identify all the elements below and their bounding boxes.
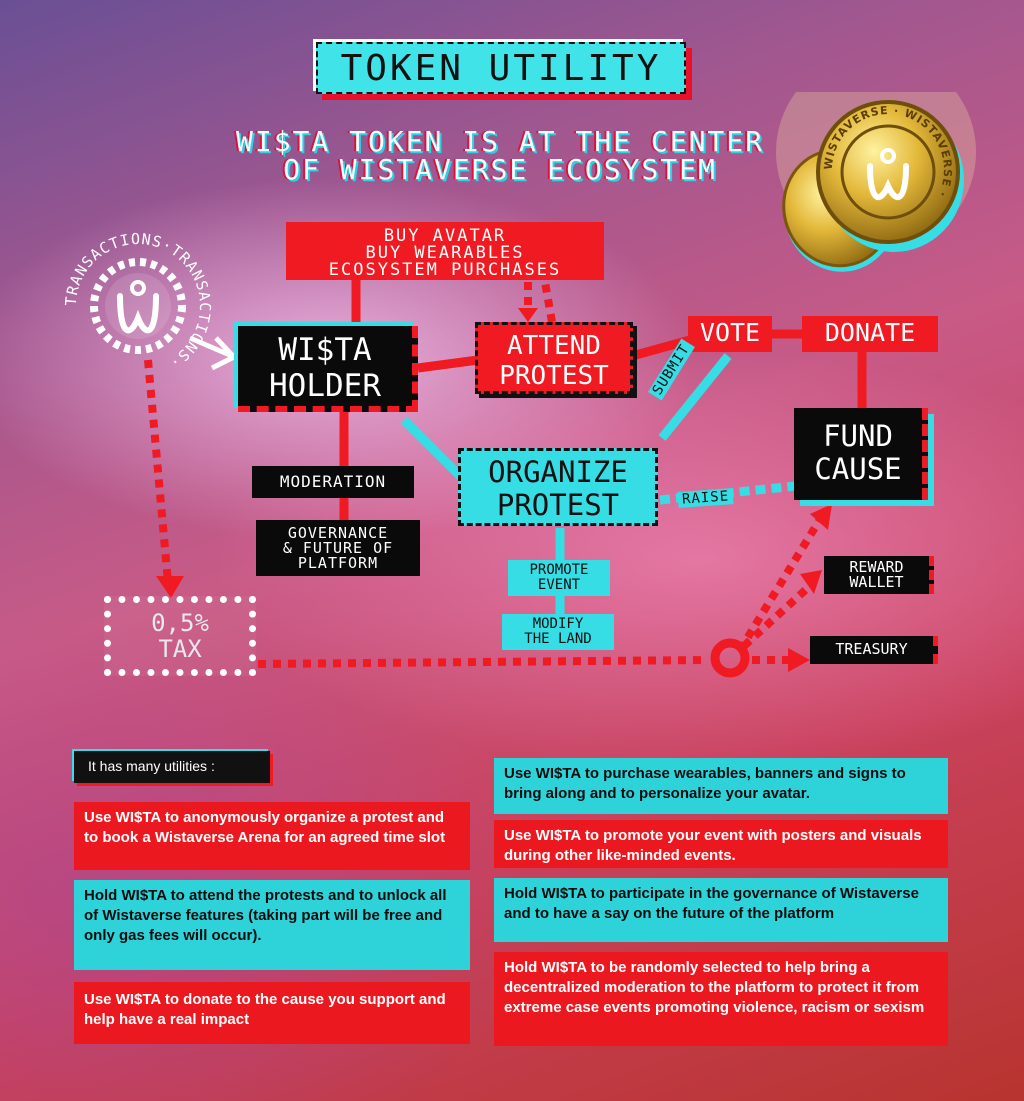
utility-card: Use WI$TA to anonymously organize a prot… [74, 802, 470, 870]
utility-card: Use WI$TA to purchase wearables, banners… [494, 758, 948, 814]
fund-line: CAUSE [814, 452, 902, 486]
reward-line: WALLET [849, 573, 904, 591]
governance-line: PLATFORM [297, 554, 379, 572]
organize-protest-node: ORGANIZE PROTEST [458, 448, 658, 526]
wistaverse-w-icon: TRANSACTIONS·TRANSACTIONS· [62, 230, 213, 372]
attend-line: PROTEST [499, 361, 609, 391]
treasury-node: TREASURY [810, 636, 938, 664]
utility-card: Use WI$TA to donate to the cause you sup… [74, 982, 470, 1044]
purchases-line: BUY WEARABLES [365, 243, 525, 263]
holder-line: WI$TA [278, 332, 372, 368]
fund-cause-node: FUND CAUSE [794, 408, 928, 500]
modify-line: MODIFY [532, 616, 584, 632]
subtitle-line: OF WISTAVERSE ECOSYSTEM [283, 153, 717, 186]
purchases-line: BUY AVATAR [383, 226, 507, 246]
fund-line: FUND [823, 419, 893, 453]
utility-card: Hold WI$TA to be randomly selected to he… [494, 952, 948, 1046]
purchases-node: BUY AVATAR BUY WEARABLES ECOSYSTEM PURCH… [286, 222, 604, 280]
tax-line: 0,5% [151, 609, 209, 637]
donate-node: DONATE [802, 316, 938, 352]
utility-card: Use WI$TA to promote your event with pos… [494, 820, 948, 868]
attend-line: ATTEND [507, 331, 601, 361]
utility-card: Hold WI$TA to participate in the governa… [494, 878, 948, 942]
reward-wallet-node: REWARD WALLET [824, 556, 934, 594]
promote-event-node: PROMOTE EVENT [508, 560, 610, 596]
promote-line: PROMOTE [529, 562, 589, 578]
purchases-line: ECOSYSTEM PURCHASES [328, 260, 562, 280]
promote-line: EVENT [537, 577, 581, 593]
governance-node: GOVERNANCE & FUTURE OF PLATFORM [256, 520, 420, 576]
modify-line: THE LAND [524, 631, 592, 647]
tax-line: TAX [158, 635, 202, 663]
reward-line: REWARD [849, 558, 904, 576]
moderation-node: MODERATION [252, 466, 414, 498]
page-subtitle: WI$TA TOKEN IS AT THE CENTER OF WISTAVER… [170, 128, 830, 184]
tax-node: 0,5% TAX [104, 596, 256, 676]
organize-line: ORGANIZE [488, 455, 628, 489]
utility-card: Hold WI$TA to attend the protests and to… [74, 880, 470, 970]
governance-line: GOVERNANCE [287, 524, 389, 542]
wistaverse-coin-icon: WISTAVERSE · WISTAVERSE · [776, 92, 976, 272]
holder-line: HOLDER [269, 368, 381, 404]
utilities-intro: It has many utilities : [74, 751, 270, 783]
modify-land-node: MODIFY THE LAND [502, 614, 614, 650]
organize-line: PROTEST [496, 488, 620, 522]
wista-holder-node: WI$TA HOLDER [238, 326, 418, 412]
attend-protest-node: ATTEND PROTEST [475, 322, 633, 394]
subtitle-line: WI$TA TOKEN IS AT THE CENTER [235, 125, 764, 158]
page-title: TOKEN UTILITY [316, 42, 686, 94]
governance-line: & FUTURE OF [282, 539, 394, 557]
vote-node: VOTE [688, 316, 772, 352]
